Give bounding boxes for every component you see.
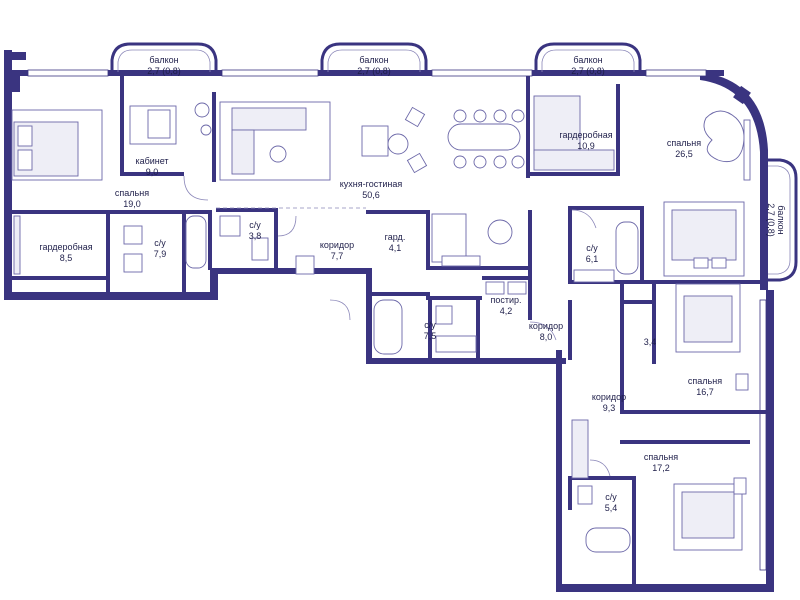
room-closet-area: 4,1 (389, 243, 402, 253)
balcony-3-area: 2,7 (0,8) (571, 66, 605, 76)
room-wardrobe-1-name: гардеробная (39, 242, 92, 252)
room-corridor-3-name: коридор (592, 392, 626, 402)
room-bath-5-area: 5,4 (605, 503, 618, 513)
room-bedroom-4-name: спальня (644, 452, 678, 462)
armchair (361, 125, 389, 157)
interior-walls (12, 76, 768, 586)
balconies (110, 42, 798, 282)
balcony-2-name: балкон (359, 55, 388, 65)
room-bath-1-area: 7,9 (154, 249, 167, 259)
room-kitchen-living-name: кухня-гостиная (340, 179, 403, 189)
balcony-3-name: балкон (573, 55, 602, 65)
room-kitchen-living-area: 50,6 (362, 190, 380, 200)
room-wardrobe-1-area: 8,5 (60, 253, 73, 263)
balcony-labels: балкон 2,7 (0,8) балкон 2,7 (0,8) балкон… (147, 55, 786, 237)
balcony-4-name: балкон (776, 205, 786, 234)
room-wardrobe-2-name: гардеробная (559, 130, 612, 140)
doors (183, 175, 611, 477)
furniture (11, 95, 751, 553)
room-corridor-1-name: коридор (320, 240, 354, 250)
room-labels: кабинет 9,0 спальня 19,0 гардеробная 8,5… (39, 130, 722, 513)
room-bedroom-3-area: 16,7 (696, 387, 714, 397)
room-bath-1-name: с/у (154, 238, 166, 248)
room-bath-2-area: 3,8 (249, 231, 262, 241)
room-study-name: кабинет (135, 156, 168, 166)
windows (27, 69, 767, 571)
room-bedroom-2-area: 26,5 (675, 149, 693, 159)
room-study-area: 9,0 (146, 167, 159, 177)
room-corridor-3-area: 9,3 (603, 403, 616, 413)
room-bedroom-3-name: спальня (688, 376, 722, 386)
balcony-1-area: 2,7 (0,8) (147, 66, 181, 76)
room-small-area: 3,4 (644, 337, 657, 347)
room-bath-3-name: с/у (424, 320, 436, 330)
room-laundry-name: постир. (490, 295, 521, 305)
room-bath-3-area: 7,5 (424, 331, 437, 341)
balcony-1-name: балкон (149, 55, 178, 65)
room-bath-5-name: с/у (605, 492, 617, 502)
room-bath-2-name: с/у (249, 220, 261, 230)
room-bath-4-area: 6,1 (586, 254, 599, 264)
outer-walls (4, 50, 774, 592)
room-bedroom-1-area: 19,0 (123, 199, 141, 209)
room-wardrobe-2-area: 10,9 (577, 141, 595, 151)
balcony-4-area: 2,7 (0,8) (766, 203, 776, 237)
room-bedroom-1-name: спальня (115, 188, 149, 198)
kitchen-counter (431, 213, 467, 263)
room-corridor-1-area: 7,7 (331, 251, 344, 261)
room-corridor-2-name: коридор (529, 321, 563, 331)
room-bedroom-4-area: 17,2 (652, 463, 670, 473)
balcony-2-area: 2,7 (0,8) (357, 66, 391, 76)
room-bath-4-name: с/у (586, 243, 598, 253)
room-laundry-area: 4,2 (500, 306, 513, 316)
room-closet-name: гард. (385, 232, 406, 242)
room-bedroom-2-name: спальня (667, 138, 701, 148)
dining-table (447, 123, 521, 151)
room-corridor-2-area: 8,0 (540, 332, 553, 342)
